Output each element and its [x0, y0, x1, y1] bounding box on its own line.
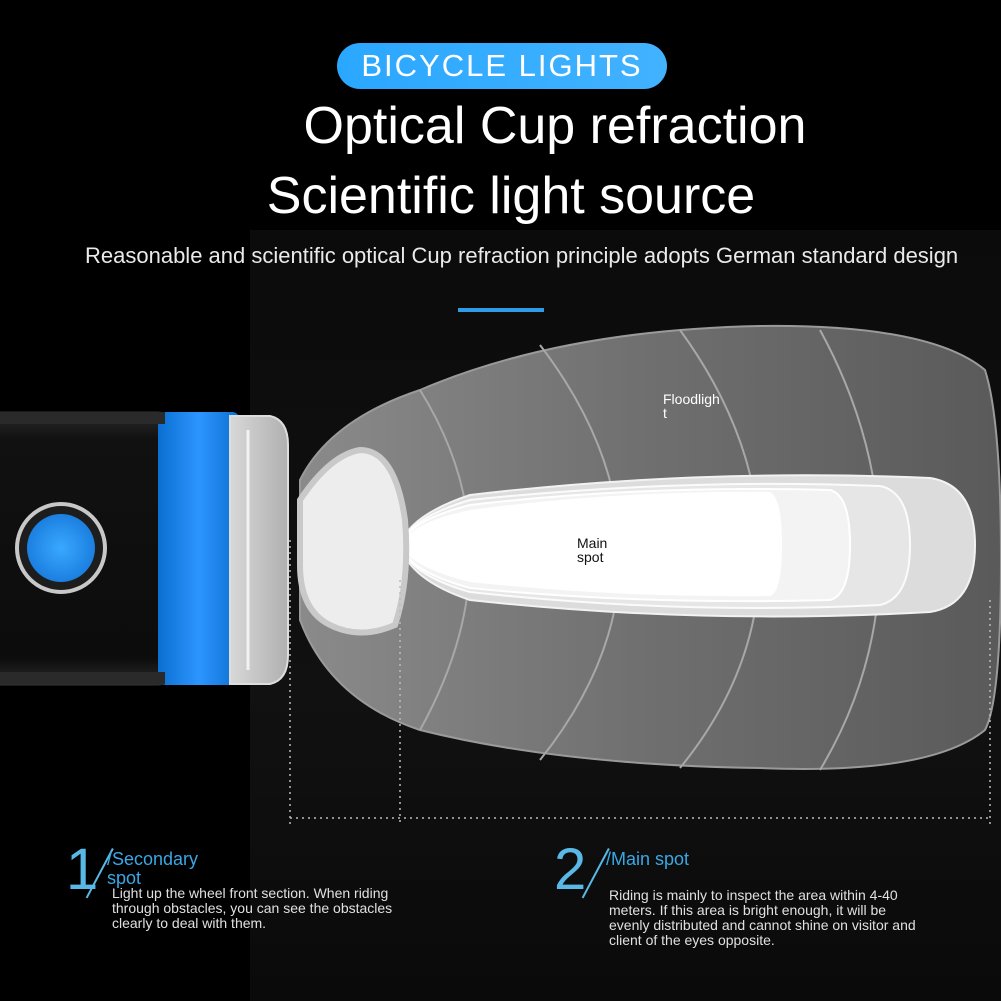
feature-1-title: /Secondary spot	[107, 849, 199, 888]
floodlight-label: Floodligh t	[663, 391, 720, 421]
secondary-spot	[297, 446, 410, 636]
power-button	[27, 514, 95, 582]
feature-2-number: 2	[554, 837, 587, 902]
main-spot-core	[400, 491, 782, 597]
headline-line-2: Scientific light source	[266, 167, 756, 225]
title-divider	[458, 308, 544, 312]
category-badge: BICYCLE LIGHTS	[337, 43, 667, 89]
feature-2-title: /Main spot	[606, 849, 690, 869]
badge-label: BICYCLE LIGHTS	[361, 48, 643, 83]
lens-cap	[229, 415, 289, 685]
feature-1-text: Light up the wheel front section. When r…	[112, 885, 393, 931]
description-text: Reasonable and scientific optical Cup re…	[85, 243, 959, 268]
feature-1-number: 1	[66, 837, 99, 902]
main-spot-label: Main spot	[577, 535, 608, 565]
headline-line-1: Optical Cup refraction	[303, 97, 807, 155]
feature-2-text: Riding is mainly to inspect the area wit…	[609, 887, 916, 948]
blue-ring	[158, 412, 240, 685]
